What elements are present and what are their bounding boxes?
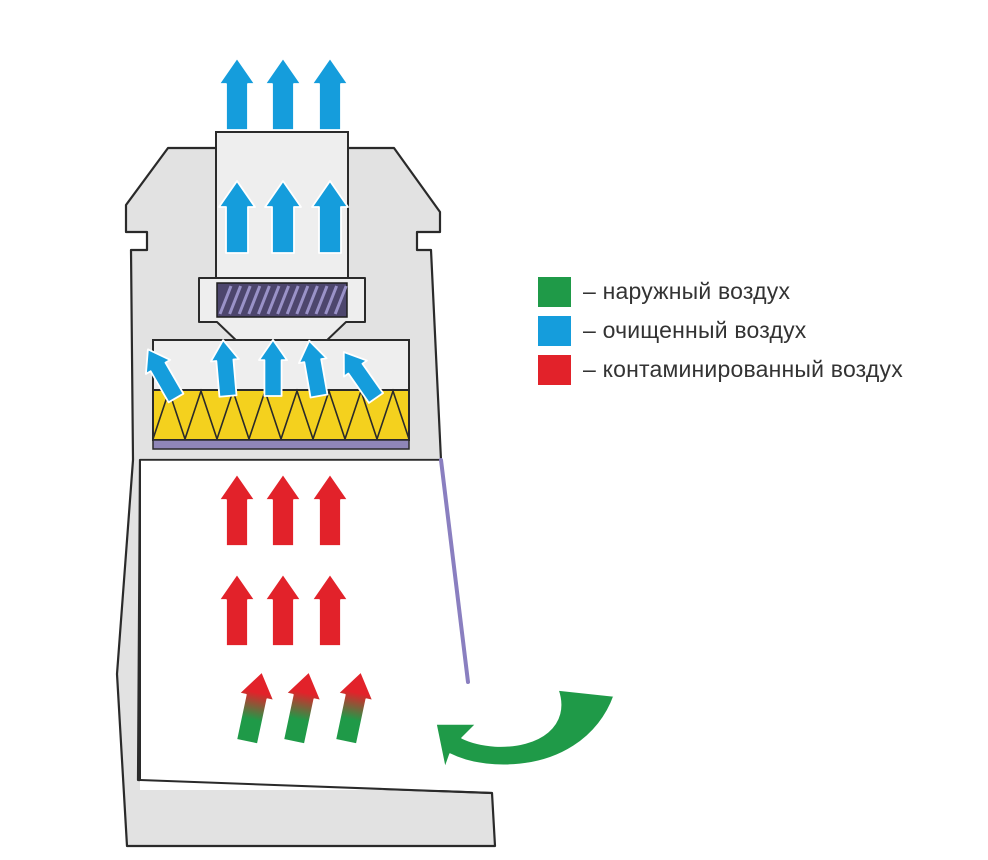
clean-air-duct-arrow	[218, 180, 256, 254]
fan-blade	[237, 285, 252, 315]
legend-label-outside-air: – наружный воздух	[583, 278, 791, 304]
fan-blade	[324, 285, 338, 315]
clean-air-plenum-arrow	[342, 351, 384, 404]
clean-air-exhaust-arrow	[264, 57, 302, 131]
filter-base-plate	[152, 439, 410, 450]
mixed-air-arrow	[334, 670, 375, 746]
contaminated-air-arrow	[264, 573, 302, 647]
fan-blades	[218, 285, 348, 315]
sash-glass	[439, 458, 470, 684]
airflow-arrows	[145, 57, 384, 746]
contaminated-air-arrow	[264, 473, 302, 547]
green-swatch-icon	[538, 276, 571, 307]
legend-label-clean-air: – очищенный воздух	[583, 317, 807, 343]
work-surface-line	[139, 779, 493, 794]
contaminated-air-arrow	[218, 573, 256, 647]
red-swatch-icon	[538, 354, 571, 385]
fan-blade	[314, 285, 329, 315]
clean-air-duct-arrow	[264, 180, 302, 254]
clean-air-exhaust-arrow	[218, 57, 256, 131]
hepa-filter-pleats	[152, 388, 410, 442]
mixed-air-arrow	[282, 670, 323, 746]
fan-blade	[247, 285, 262, 315]
fan-blade	[305, 285, 319, 315]
clean-air-duct-arrow	[311, 180, 349, 254]
fan-blade	[333, 285, 348, 315]
clean-air-exhaust-arrow	[311, 57, 349, 131]
mixed-air-arrow	[235, 670, 276, 746]
work-chamber	[140, 460, 468, 790]
contaminated-air-arrow	[311, 573, 349, 647]
clean-air-plenum-arrow	[145, 348, 185, 404]
fan-blade	[257, 285, 271, 315]
fan-blade	[266, 285, 281, 315]
legend-item-clean-air: – очищенный воздух	[538, 311, 903, 350]
legend-label-contaminated-air: – контаминированный воздух	[583, 356, 903, 382]
contaminated-air-arrow	[311, 473, 349, 547]
legend: – наружный воздух – очищенный воздух – к…	[538, 272, 903, 389]
clean-air-plenum-arrow	[209, 339, 240, 398]
fan-blade	[218, 285, 233, 315]
outside-air-inflow-arrow	[435, 689, 615, 769]
clean-air-plenum-arrow	[258, 338, 288, 397]
blue-swatch-icon	[538, 315, 571, 346]
fan-blade	[285, 285, 300, 315]
contaminated-air-arrow	[218, 473, 256, 547]
legend-item-contaminated-air: – контаминированный воздух	[538, 350, 903, 389]
legend-item-outside-air: – наружный воздух	[538, 272, 903, 311]
fan-blade	[228, 285, 242, 315]
clean-air-plenum-arrow	[298, 339, 329, 399]
fan-blade	[295, 285, 310, 315]
fan-blade	[276, 285, 290, 315]
